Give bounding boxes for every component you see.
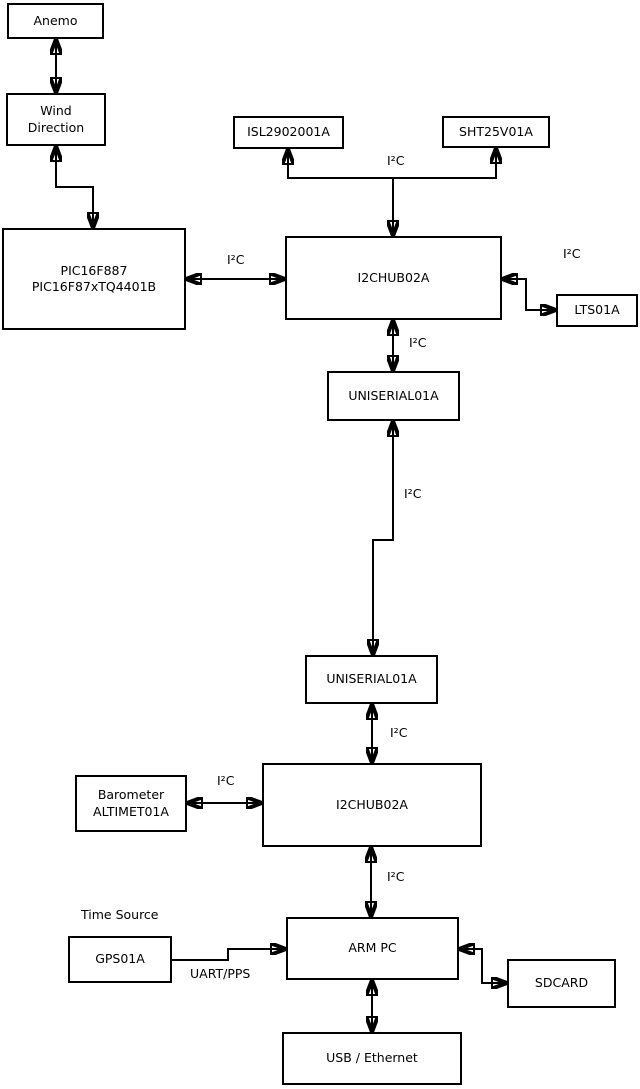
edge-label-uart-pps: UART/PPS — [190, 966, 251, 981]
edge-label-i2c-sensor-branch: I²C — [387, 153, 405, 168]
connector-armpc-sdcard — [459, 949, 507, 983]
node-gps01a: GPS01A — [68, 936, 172, 983]
edge-label-i2c-uniserial-link: I²C — [404, 486, 422, 501]
node-wind-direction: Wind Direction — [6, 93, 106, 146]
node-usb-ethernet: USB / Ethernet — [282, 1032, 462, 1085]
edge-label-i2c-uniserial-hub2: I²C — [390, 725, 408, 740]
node-sdcard: SDCARD — [507, 959, 616, 1008]
node-isl2902001a: ISL2902001A — [233, 116, 344, 149]
node-uniserial01a-bottom: UNISERIAL01A — [305, 655, 438, 704]
connector-wind-pic — [56, 146, 93, 228]
connector-gps-armpc — [172, 949, 286, 961]
edge-label-i2c-hub2-armpc: I²C — [387, 869, 405, 884]
node-pic16f887: PIC16F887 PIC16F87xTQ4401B — [2, 228, 186, 330]
node-anemo: Anemo — [7, 3, 104, 39]
node-arm-pc: ARM PC — [286, 917, 459, 980]
node-sht25v01a: SHT25V01A — [442, 116, 550, 148]
edge-label-i2c-hub-uniserial: I²C — [409, 335, 427, 350]
node-barometer-altimet01a: Barometer ALTIMET01A — [75, 775, 187, 832]
connector-uniserial1-uniserial2 — [373, 421, 393, 655]
edge-label-i2c-pic-hub: I²C — [227, 252, 245, 267]
node-uniserial01a-top: UNISERIAL01A — [327, 371, 460, 421]
node-i2chub02a-bottom: I2CHUB02A — [262, 763, 482, 847]
edge-label-i2c-barometer-hub2: I²C — [217, 773, 235, 788]
annotation-time-source: Time Source — [81, 907, 159, 922]
connector-hub1-lts — [502, 279, 556, 310]
node-lts01a: LTS01A — [556, 294, 638, 327]
edge-label-i2c-hub-lts: I²C — [563, 246, 581, 261]
node-i2chub02a-top: I2CHUB02A — [285, 236, 502, 320]
